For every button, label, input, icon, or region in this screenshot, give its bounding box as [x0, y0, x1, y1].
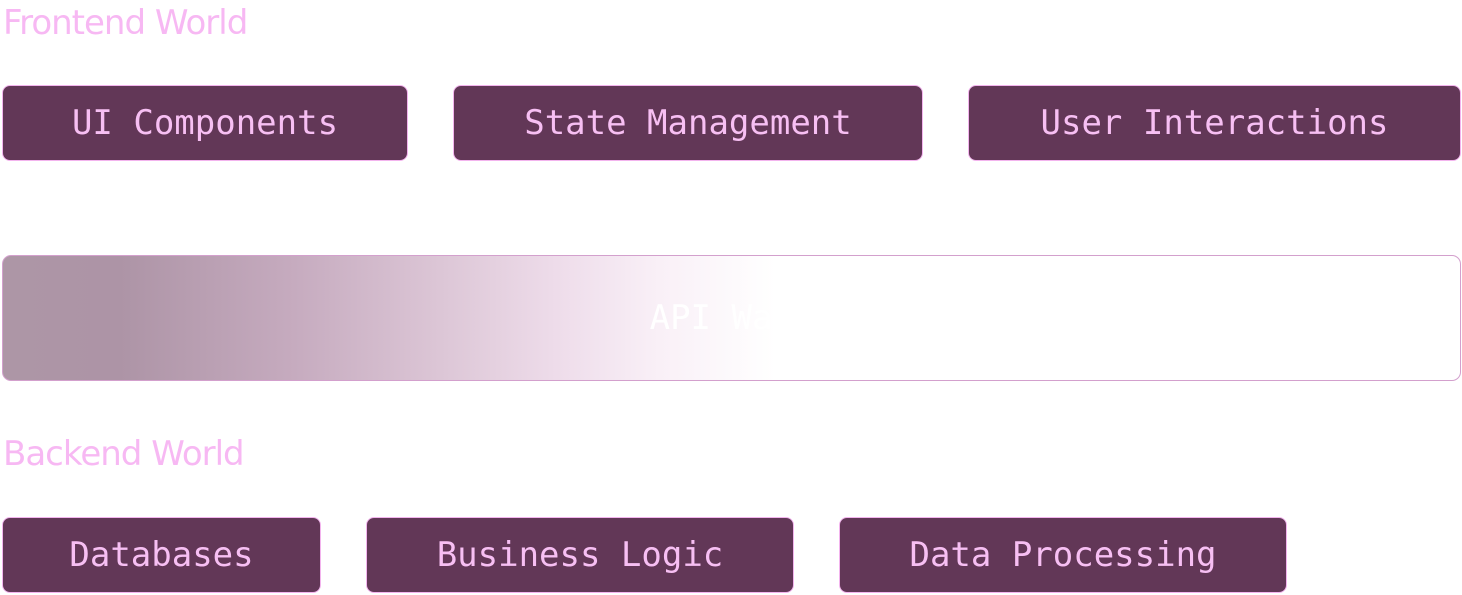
user-interactions-box: User Interactions — [968, 85, 1461, 161]
data-processing-box: Data Processing — [839, 517, 1287, 593]
data-processing-label: Data Processing — [909, 535, 1217, 575]
user-interactions-label: User Interactions — [1040, 103, 1389, 143]
business-logic-box: Business Logic — [366, 517, 794, 593]
frontend-world-title: Frontend World — [3, 3, 248, 43]
business-logic-label: Business Logic — [436, 535, 724, 575]
api-wall-bar: API Wall — [2, 255, 1461, 381]
ui-components-label: UI Components — [71, 103, 339, 143]
api-wall-label: API Wall — [649, 298, 814, 338]
ui-components-box: UI Components — [2, 85, 408, 161]
databases-label: Databases — [69, 535, 254, 575]
backend-world-title: Backend World — [3, 434, 245, 474]
state-management-label: State Management — [524, 103, 852, 143]
databases-box: Databases — [2, 517, 321, 593]
state-management-box: State Management — [453, 85, 923, 161]
